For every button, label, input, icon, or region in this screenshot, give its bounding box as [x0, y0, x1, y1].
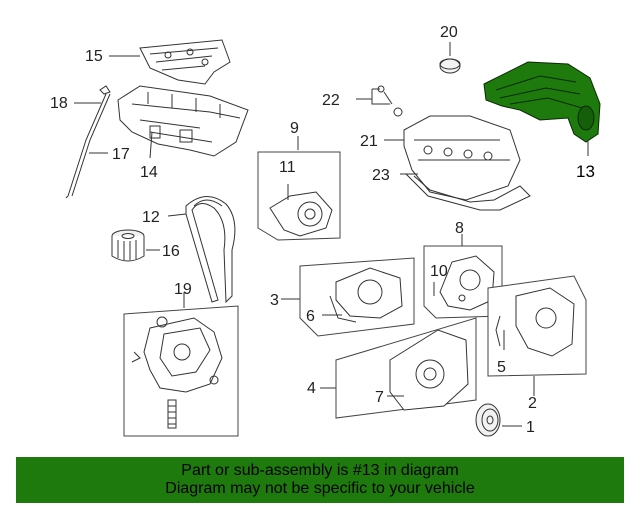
part-19-oil-pump-box[interactable]: [123, 305, 239, 437]
callout-12[interactable]: 12: [142, 209, 160, 226]
leader-12: [167, 213, 187, 217]
part-3-cover-box[interactable]: [299, 257, 415, 337]
callout-21[interactable]: 21: [360, 133, 378, 150]
part-16-oil-filter[interactable]: [111, 229, 145, 262]
leader-14: [149, 131, 153, 159]
part-12-timing-belt[interactable]: [185, 196, 236, 304]
callout-3[interactable]: 3: [270, 292, 279, 309]
part-8-cover-box[interactable]: [423, 245, 503, 319]
callout-1[interactable]: 1: [526, 419, 535, 436]
part-9-rear-cover-box[interactable]: [257, 151, 341, 241]
callout-2[interactable]: 2: [528, 395, 537, 412]
callout-4[interactable]: 4: [307, 380, 316, 397]
callout-15[interactable]: 15: [85, 48, 103, 65]
callout-11[interactable]: 11: [279, 159, 296, 176]
part-22-bolt[interactable]: [377, 85, 403, 117]
callout-8[interactable]: 8: [455, 220, 464, 237]
part-18-dipstick[interactable]: [65, 85, 111, 199]
banner-line-2: Diagram may not be specific to your vehi…: [165, 480, 475, 497]
part-4-cover-box[interactable]: [335, 317, 477, 419]
callout-14[interactable]: 14: [140, 164, 158, 181]
leader-22: [356, 88, 390, 105]
callout-13[interactable]: 13: [576, 162, 595, 181]
part-13-intake-manifold[interactable]: [483, 61, 601, 143]
part-14-oil-pan[interactable]: [117, 85, 249, 157]
part-15-baffle[interactable]: [139, 39, 231, 85]
part-1-pulley[interactable]: [475, 403, 501, 437]
callout-16[interactable]: 16: [162, 243, 180, 260]
callout-6[interactable]: 6: [306, 308, 315, 325]
callout-22[interactable]: 22: [322, 92, 340, 109]
callout-10[interactable]: 10: [430, 263, 448, 280]
part-2-cover-box[interactable]: [487, 275, 587, 377]
callout-20[interactable]: 20: [440, 24, 458, 41]
part-20-cap[interactable]: [439, 58, 461, 74]
callout-19[interactable]: 19: [174, 281, 192, 298]
callout-9[interactable]: 9: [290, 120, 299, 137]
callout-5[interactable]: 5: [497, 359, 506, 376]
part-21-valve-cover[interactable]: [403, 115, 521, 201]
banner-line-1: Part or sub-assembly is #13 in diagram: [181, 462, 459, 479]
part-23-gasket[interactable]: [405, 173, 531, 211]
callout-23[interactable]: 23: [372, 167, 390, 184]
callout-18[interactable]: 18: [50, 95, 68, 112]
callout-7[interactable]: 7: [375, 389, 384, 406]
info-banner: Part or sub-assembly is #13 in diagram D…: [16, 457, 624, 503]
callout-17[interactable]: 17: [112, 146, 130, 163]
